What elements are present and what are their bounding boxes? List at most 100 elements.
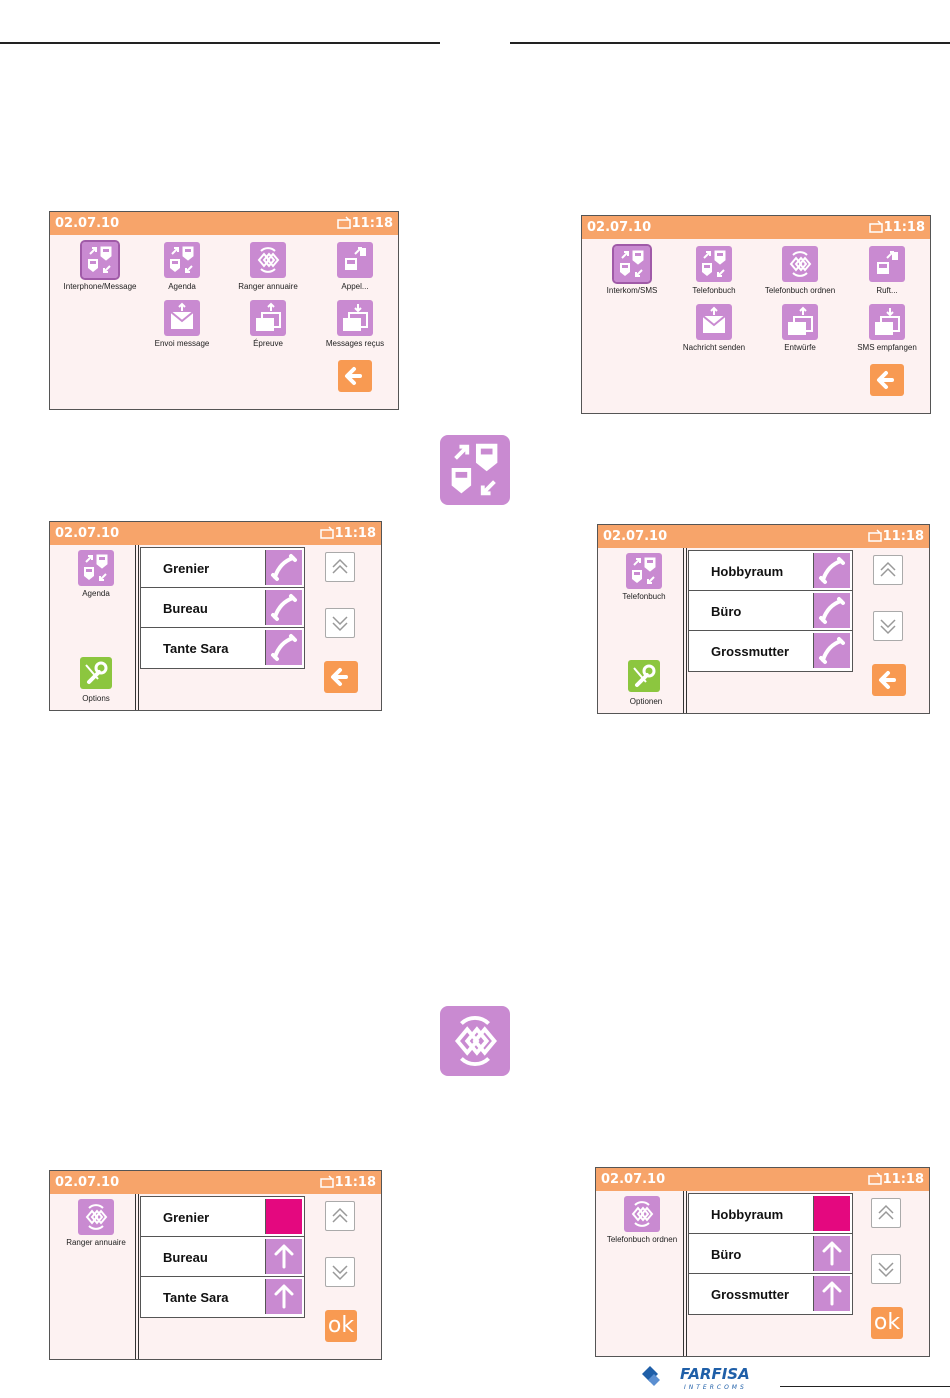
status-bar: 02.07.10 11:18 [50, 522, 381, 545]
back-button[interactable] [324, 661, 358, 693]
table-row: Tante Sara [141, 628, 304, 668]
ok-button[interactable]: ok [871, 1307, 903, 1339]
received-messages-icon[interactable] [869, 304, 905, 340]
sort-phonebook-icon[interactable] [782, 246, 818, 282]
date-label: 02.07.10 [55, 216, 120, 231]
table-row: Hobbyraum [689, 1194, 852, 1234]
menu-item-label: Épreuve [253, 339, 283, 348]
options-button[interactable] [628, 660, 660, 692]
time-label: 11:18 [351, 216, 393, 231]
scroll-down-button[interactable] [873, 611, 903, 641]
scroll-up-button[interactable] [871, 1198, 901, 1228]
call-icon[interactable] [869, 246, 905, 282]
divider [683, 1191, 687, 1356]
call-button[interactable] [265, 590, 302, 625]
menu-item-label: Appel... [341, 282, 369, 291]
back-button[interactable] [872, 664, 906, 696]
selected-marker[interactable] [813, 1196, 850, 1231]
farfisa-logo: FARFISA INTERCOMS [642, 1365, 750, 1391]
screen-menu-fr: 02.07.10 11:18 Interphone/Message Agenda… [49, 211, 399, 410]
tv-icon [337, 216, 352, 229]
contact-name: Bureau [163, 1250, 208, 1265]
table-row: Bureau [141, 588, 304, 628]
top-rule-right [510, 42, 950, 44]
time-label: 11:18 [334, 526, 376, 541]
selected-marker[interactable] [265, 1199, 302, 1234]
scroll-down-button[interactable] [325, 608, 355, 638]
agenda-icon[interactable] [696, 246, 732, 282]
send-message-icon[interactable] [164, 300, 200, 336]
table-row: Hobbyraum [689, 551, 852, 591]
tv-icon [868, 529, 883, 542]
screen-title: Telefonbuch ordnen [606, 1235, 678, 1244]
contact-name: Grossmutter [711, 644, 790, 659]
move-up-button[interactable] [265, 1239, 302, 1274]
send-message-icon[interactable] [696, 304, 732, 340]
scroll-up-button[interactable] [325, 552, 355, 582]
back-button[interactable] [338, 360, 372, 392]
brand-name: FARFISA [680, 1365, 750, 1383]
scroll-down-button[interactable] [871, 1254, 901, 1284]
call-button[interactable] [813, 553, 850, 588]
sort-phonebook-icon[interactable] [250, 242, 286, 278]
call-button[interactable] [265, 550, 302, 585]
contact-list: Grenier Bureau Tante Sara [140, 1196, 305, 1318]
tv-icon [320, 1175, 335, 1188]
agenda-icon[interactable] [164, 242, 200, 278]
contact-name: Büro [711, 604, 742, 619]
tv-icon [869, 220, 884, 233]
screen-title: Agenda [82, 589, 110, 598]
received-messages-icon[interactable] [337, 300, 373, 336]
table-row: Grenier [141, 1197, 304, 1237]
tv-icon [868, 1172, 883, 1185]
time-label: 11:18 [882, 1172, 924, 1187]
contact-name: Büro [711, 1247, 742, 1262]
menu-item-label: Telefonbuch ordnen [764, 286, 836, 295]
status-bar: 02.07.10 11:18 [598, 525, 929, 548]
back-button[interactable] [870, 364, 904, 396]
options-button[interactable] [80, 657, 112, 689]
time-label: 11:18 [883, 220, 925, 235]
menu-item-label: Messages reçus [325, 339, 385, 348]
call-button[interactable] [813, 593, 850, 628]
menu-item-label: Interkom/SMS [606, 286, 658, 295]
contact-name: Grenier [163, 561, 210, 576]
sort-phonebook-icon [624, 1196, 660, 1232]
scroll-up-button[interactable] [325, 1201, 355, 1231]
date-label: 02.07.10 [601, 1172, 666, 1187]
drafts-icon[interactable] [250, 300, 286, 336]
menu-item-label: Nachricht senden [682, 343, 746, 352]
intercom-icon[interactable] [80, 240, 120, 280]
contact-name: Bureau [163, 601, 208, 616]
contact-name: Tante Sara [163, 641, 229, 656]
status-bar: 02.07.10 11:18 [582, 216, 930, 239]
table-row: Grossmutter [689, 1274, 852, 1314]
table-row: Büro [689, 591, 852, 631]
move-up-button[interactable] [813, 1236, 850, 1271]
ok-button[interactable]: ok [325, 1310, 357, 1342]
scroll-down-button[interactable] [325, 1257, 355, 1287]
move-up-button[interactable] [265, 1279, 302, 1314]
agenda-large-icon [440, 435, 510, 505]
sort-phonebook-icon [78, 1199, 114, 1235]
agenda-icon [626, 553, 662, 589]
call-icon[interactable] [337, 242, 373, 278]
status-bar: 02.07.10 11:18 [50, 1171, 381, 1194]
contact-name: Hobbyraum [711, 564, 784, 579]
scroll-up-button[interactable] [873, 555, 903, 585]
intercom-icon[interactable] [612, 244, 652, 284]
menu-item-label: Ranger annuaire [238, 282, 298, 291]
screen-agenda-fr: 02.07.10 11:18 Agenda Options Grenier Bu… [49, 521, 382, 711]
call-button[interactable] [813, 633, 850, 668]
status-bar: 02.07.10 11:18 [596, 1168, 929, 1191]
move-up-button[interactable] [813, 1276, 850, 1311]
call-button[interactable] [265, 630, 302, 665]
contact-name: Hobbyraum [711, 1207, 784, 1222]
menu-item-label: Entwürfe [784, 343, 816, 352]
drafts-icon[interactable] [782, 304, 818, 340]
contact-name: Tante Sara [163, 1290, 229, 1305]
contact-name: Grossmutter [711, 1287, 790, 1302]
table-row: Grenier [141, 548, 304, 588]
top-rule-left [0, 42, 440, 44]
date-label: 02.07.10 [55, 526, 120, 541]
